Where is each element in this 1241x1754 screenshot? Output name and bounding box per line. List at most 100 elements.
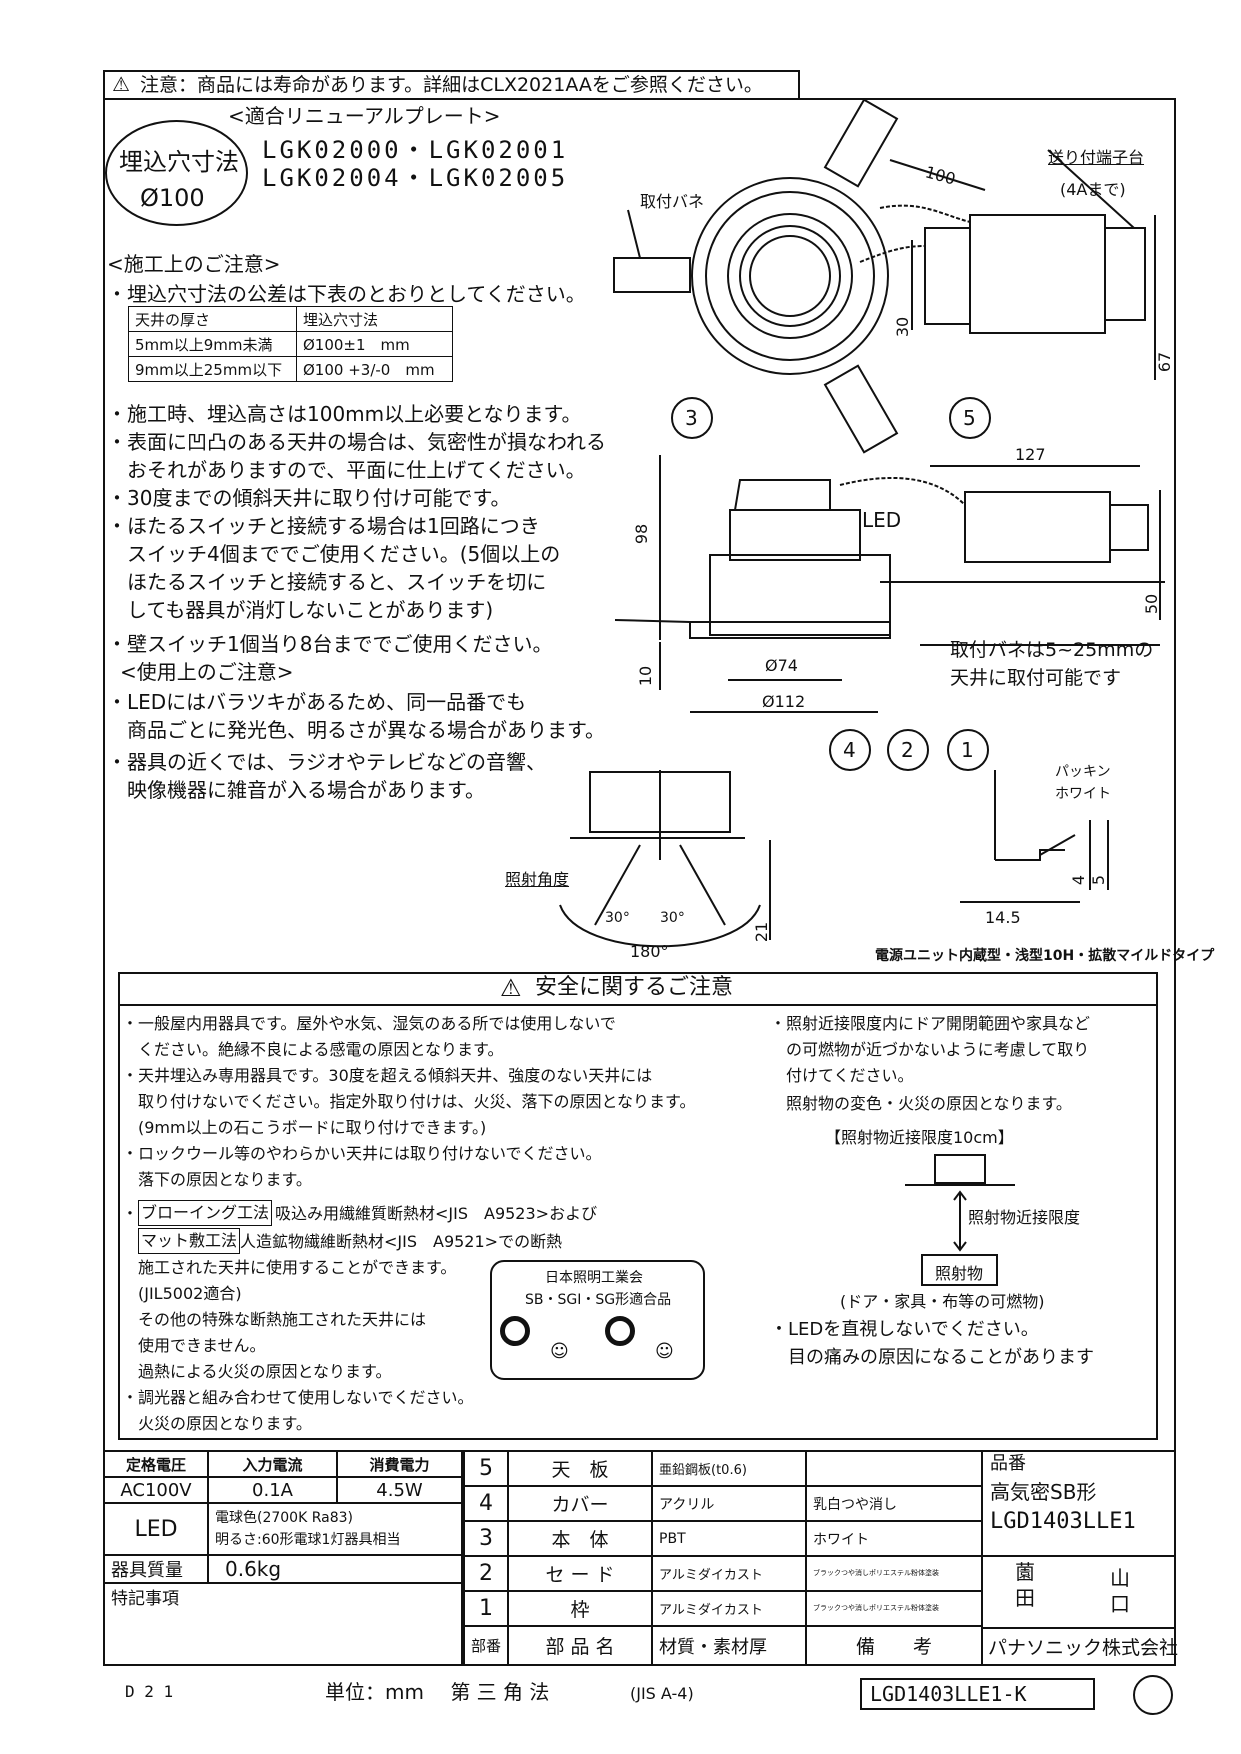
dimmer-line: 火災の原因となります。 [122, 1414, 312, 1433]
dim-21: 21 [752, 921, 772, 943]
mount-spring-label: 取付バネ [640, 192, 705, 211]
dim-5: 5 [1089, 874, 1109, 886]
safety-box [118, 972, 1158, 1440]
part-note: 乳白つや消し [805, 1485, 983, 1522]
spec-brightness: 明るさ:60形電球1灯器具相当 [215, 1532, 401, 1548]
technical-drawing [559, 98, 1165, 948]
tolerance-cell: Ø100 +3/-0 mm [296, 356, 453, 382]
irradiated-object-note: (ドア・家具・布等の可燃物) [840, 1292, 1045, 1311]
part-note: ホワイト [805, 1520, 983, 1557]
product-type: 高気密SB形 [990, 1480, 1097, 1504]
part-material: アクリル [651, 1485, 808, 1522]
notice-text: 注意：商品には寿命があります。詳細はCLX2021AAをご参照ください。 [140, 74, 763, 96]
main-frame [103, 98, 1176, 1666]
safety-left-line: 落下の原因となります。 [122, 1170, 312, 1189]
callout-3: 3 [685, 406, 698, 430]
packing-label-2: ホワイト [1055, 786, 1111, 802]
spring-note-line2: 天井に取付可能です [950, 667, 1122, 689]
safety-right-line: 照射物の変色・火災の原因となります。 [770, 1094, 1072, 1113]
dim-127: 127 [1015, 445, 1046, 464]
terminal-sub-label: (4Aまで) [1060, 180, 1126, 199]
construction-line: おそれがありますので、平面に仕上げてください。 [107, 458, 586, 482]
tolerance-header-hole: 埋込穴寸法 [296, 306, 453, 332]
part-material: 亜鉛鋼板(t0.6) [651, 1450, 808, 1487]
footer-unit: 単位：mm 第 三 角 法 [325, 1680, 550, 1704]
parts-header-name: 部 品 名 [507, 1625, 654, 1666]
spec-header-power: 消費電力 [336, 1450, 463, 1478]
dimmer-line: ・調光器と組み合わせて使用しないでください。 [122, 1388, 474, 1407]
blowing-method-box: ブローイング工法 [138, 1200, 273, 1226]
spec-header-voltage: 定格電圧 [103, 1450, 209, 1478]
tolerance-cell: 9mm以上25mm以下 [128, 356, 297, 382]
dim-74: Ø74 [765, 656, 798, 675]
jil-certification-box [490, 1260, 705, 1380]
led-label: LED [862, 508, 902, 532]
usage-line: ・器具の近くでは、ラジオやテレビなどの音響、 [107, 750, 546, 774]
insulation-line: (JIL5002適合) [138, 1284, 242, 1303]
footer-jis: (JIS A-4) [630, 1684, 694, 1703]
proximity-diagram [905, 1154, 1015, 1286]
construction-line: ・施工時、埋込高さは100mm以上必要となります。 [107, 402, 582, 426]
irradiated-object-label: 照射物 [935, 1264, 984, 1283]
dim-98: 98 [632, 523, 652, 545]
insulation-line: 使用できません。 [138, 1336, 266, 1355]
part-name: 天 板 [507, 1450, 654, 1487]
construction-line: ・30度までの傾斜天井に取り付け可能です。 [107, 486, 511, 510]
safety-right-line: ・照射近接限度内にドア開閉範囲や家具など [770, 1014, 1091, 1033]
beam-angle-total: 180° [630, 942, 669, 961]
packing-label-1: パッキン [1055, 764, 1111, 780]
dim-112: Ø112 [762, 692, 806, 711]
top-view-drawing [613, 98, 1156, 454]
dim-30: 30 [893, 316, 913, 338]
part-no: 4 [462, 1485, 510, 1522]
part-no: 2 [462, 1555, 510, 1592]
safety-left-line: ・一般屋内用器具です。屋外や水気、湿気のある所では使用しないで [122, 1014, 616, 1033]
dim-10: 10 [636, 665, 656, 687]
part-note: ブラックつや消しポリエステル粉体塗装 [805, 1555, 983, 1592]
callout-4: 4 [843, 738, 856, 762]
type-note: 電源ユニット内蔵型・浅型10H・拡散マイルドタイプ [875, 948, 1215, 964]
construction-line: ・壁スイッチ1個当り8台まででご使用ください。 [107, 632, 553, 656]
tolerance-table: 天井の厚さ 埋込穴寸法 5mm以上9mm未満 Ø100±1 mm 9mm以上25… [128, 306, 453, 382]
spec-current: 0.1A [207, 1476, 338, 1504]
spec-color: 電球色(2700K Ra83) [215, 1510, 353, 1526]
part-no: 5 [462, 1450, 510, 1487]
signature-mark: 口 [1110, 1592, 1130, 1616]
safety-left-line: 取り付けないでください。指定外取り付けは、火災、落下の原因となります。 [122, 1092, 696, 1111]
beam-angle-drawing [559, 770, 771, 948]
product-label: 品番 [990, 1453, 1026, 1474]
jil-mark-circle-1 [500, 1316, 530, 1346]
led-warning-line: ・LEDを直視しないでください。 [770, 1319, 1039, 1340]
part-note: ブラックつや消しポリエステル粉体塗装 [805, 1590, 983, 1627]
footer-revision-circle [1133, 1675, 1173, 1715]
led-warning-line: 目の痛みの原因になることがあります [770, 1347, 1094, 1368]
safety-right-line: の可燃物が近づかないように考慮して取り [770, 1040, 1090, 1059]
company-rule [983, 1627, 1176, 1629]
safety-left-line: (9mm以上の石こうボードに取り付けできます。) [122, 1118, 487, 1137]
construction-line: ・表面に凹凸のある天井の場合は、気密性が損なわれる [107, 430, 606, 454]
callout-1: 1 [961, 738, 974, 762]
product-number: LGD1403LLE1 [990, 1509, 1136, 1534]
warning-triangle-icon: ⚠ [112, 72, 130, 96]
safety-title-rule [118, 1004, 1158, 1006]
spec-remarks-label: 特記事項 [103, 1582, 463, 1666]
footer-drawing-no: LGD1403LLE1-K [860, 1678, 1095, 1710]
dim-14-5: 14.5 [985, 908, 1021, 927]
company-name: パナソニック株式会社 [988, 1637, 1179, 1659]
footer-code: D 2 1 [125, 1682, 174, 1701]
part-no: 1 [462, 1590, 510, 1627]
part-material: アルミダイカスト [651, 1555, 808, 1592]
renewal-line2: LGK02004・LGK02005 [262, 164, 569, 192]
jil-mark-circle-2 [605, 1316, 635, 1346]
parts-header-no: 部番 [462, 1625, 510, 1666]
packing-detail-drawing [960, 770, 1109, 903]
beam-angle-label: 照射角度 [505, 870, 570, 889]
spec-led-detail: 電球色(2700K Ra83) 明るさ:60形電球1灯器具相当 [207, 1502, 463, 1556]
beam-angle-a: 30° [605, 910, 630, 926]
beam-angle-b: 30° [660, 910, 685, 926]
spec-power: 4.5W [336, 1476, 463, 1504]
signature-mark: 田 [1015, 1586, 1035, 1610]
part-material: PBT [651, 1520, 808, 1557]
jil-line1: 日本照明工業会 [545, 1270, 643, 1286]
safety-title: 安全に関するご注意 [535, 975, 734, 1000]
